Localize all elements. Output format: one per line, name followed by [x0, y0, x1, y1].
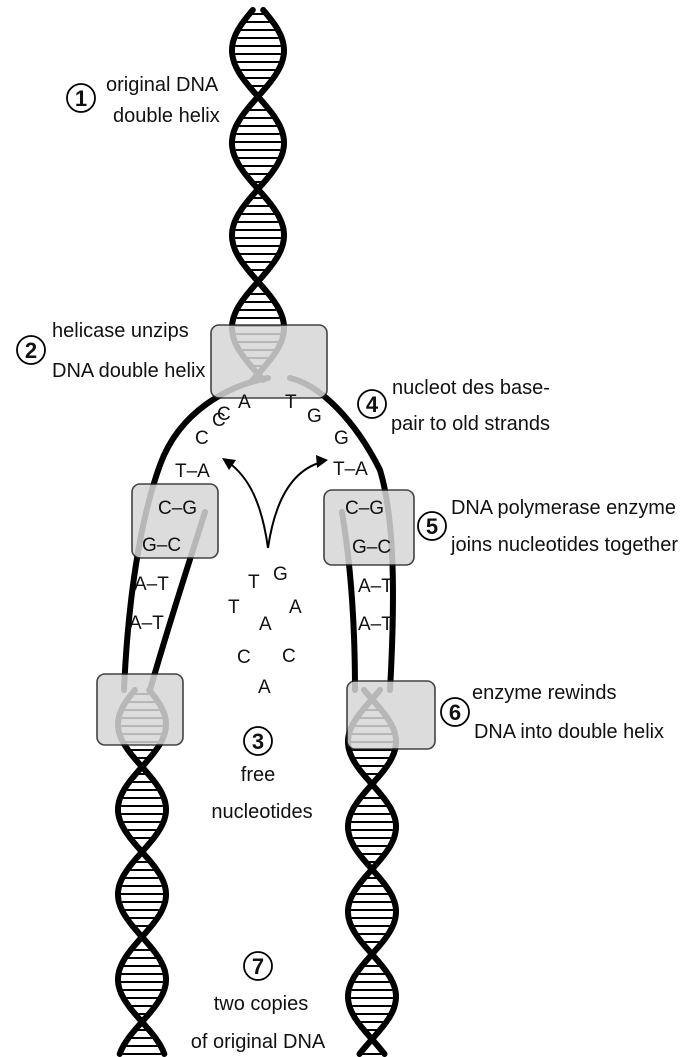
step-1-number: 1 [75, 86, 87, 111]
step-3-text-line1: free [241, 764, 275, 786]
right-base-pair: A–T [358, 576, 393, 597]
free-nucleotide: A [258, 677, 271, 698]
step-4-number: 4 [366, 392, 379, 417]
step-6-label: 6 enzyme rewinds DNA into double helix [441, 682, 664, 743]
step-6-text-line1: enzyme rewinds [472, 682, 617, 704]
free-nucleotide: G [273, 564, 288, 585]
incorporation-arrows [222, 455, 328, 548]
step-7-number: 7 [252, 954, 264, 979]
step-6-number: 6 [449, 700, 461, 725]
arrow-to-left-strand [228, 462, 268, 548]
helicase-enzyme [211, 325, 327, 398]
arrow-to-right-strand-head [316, 455, 328, 468]
right-base-pair: G–C [352, 537, 391, 558]
arrow-to-right-strand [268, 462, 322, 548]
step-5-number: 5 [426, 514, 438, 539]
right-base-pair: A–T [358, 614, 393, 635]
fork-base: G [307, 406, 322, 427]
fork-base: C [195, 428, 209, 449]
step-7-label: 7 two copies of original DNA [191, 952, 326, 1053]
step-7-text-line1: two copies [214, 993, 309, 1015]
step-2-number: 2 [25, 338, 37, 363]
free-nucleotides: T G T A A C C A [228, 564, 302, 698]
free-nucleotide: A [259, 614, 272, 635]
step-1-label: 1 original DNA double helix [67, 74, 220, 127]
step-5-text-line2: joins nucleotides together [450, 534, 678, 556]
left-base-pair: C–G [158, 498, 197, 519]
free-nucleotide: A [289, 597, 302, 618]
right-rewinding-enzyme [347, 681, 435, 749]
fork-base: G [334, 428, 349, 449]
free-nucleotide: C [282, 646, 296, 667]
arrow-to-left-strand-head [222, 458, 236, 470]
left-base-pair: A–T [134, 574, 169, 595]
step-2-text-line2: DNA double helix [52, 360, 205, 382]
step-5-text-line1: DNA polymerase enzyme [451, 497, 676, 519]
free-nucleotide: C [237, 647, 251, 668]
step-3-text-line2: nucleotides [211, 801, 312, 823]
right-base-pair: T–A [333, 459, 368, 480]
fork-base: A [238, 392, 251, 413]
fork-base: C [217, 404, 231, 425]
left-rewinding-enzyme [97, 674, 183, 745]
step-6-text-line2: DNA into double helix [474, 721, 664, 743]
step-4-text-line1: nucleot des base- [392, 377, 550, 399]
fork-base: T [285, 392, 297, 413]
right-base-pair: C–G [345, 498, 384, 519]
left-base-pair: T–A [175, 461, 210, 482]
free-nucleotide: T [228, 597, 240, 618]
step-3-label: 3 free nucleotides [211, 727, 312, 823]
step-4-label: 4 nucleot des base- pair to old strands [358, 377, 550, 435]
step-2-label: 2 helicase unzips DNA double helix [17, 320, 205, 382]
left-base-pair: A–T [129, 613, 164, 634]
step-1-text-line2: double helix [113, 105, 220, 127]
step-5-label: 5 DNA polymerase enzyme joins nucleotide… [418, 497, 678, 556]
step-2-text-line1: helicase unzips [52, 320, 189, 342]
step-4-text-line2: pair to old strands [391, 413, 550, 435]
free-nucleotide: T [248, 572, 260, 593]
step-7-text-line2: of original DNA [191, 1031, 326, 1053]
left-base-pair: G–C [142, 535, 181, 556]
step-3-number: 3 [252, 729, 264, 754]
step-1-text-line1: original DNA [106, 74, 219, 96]
